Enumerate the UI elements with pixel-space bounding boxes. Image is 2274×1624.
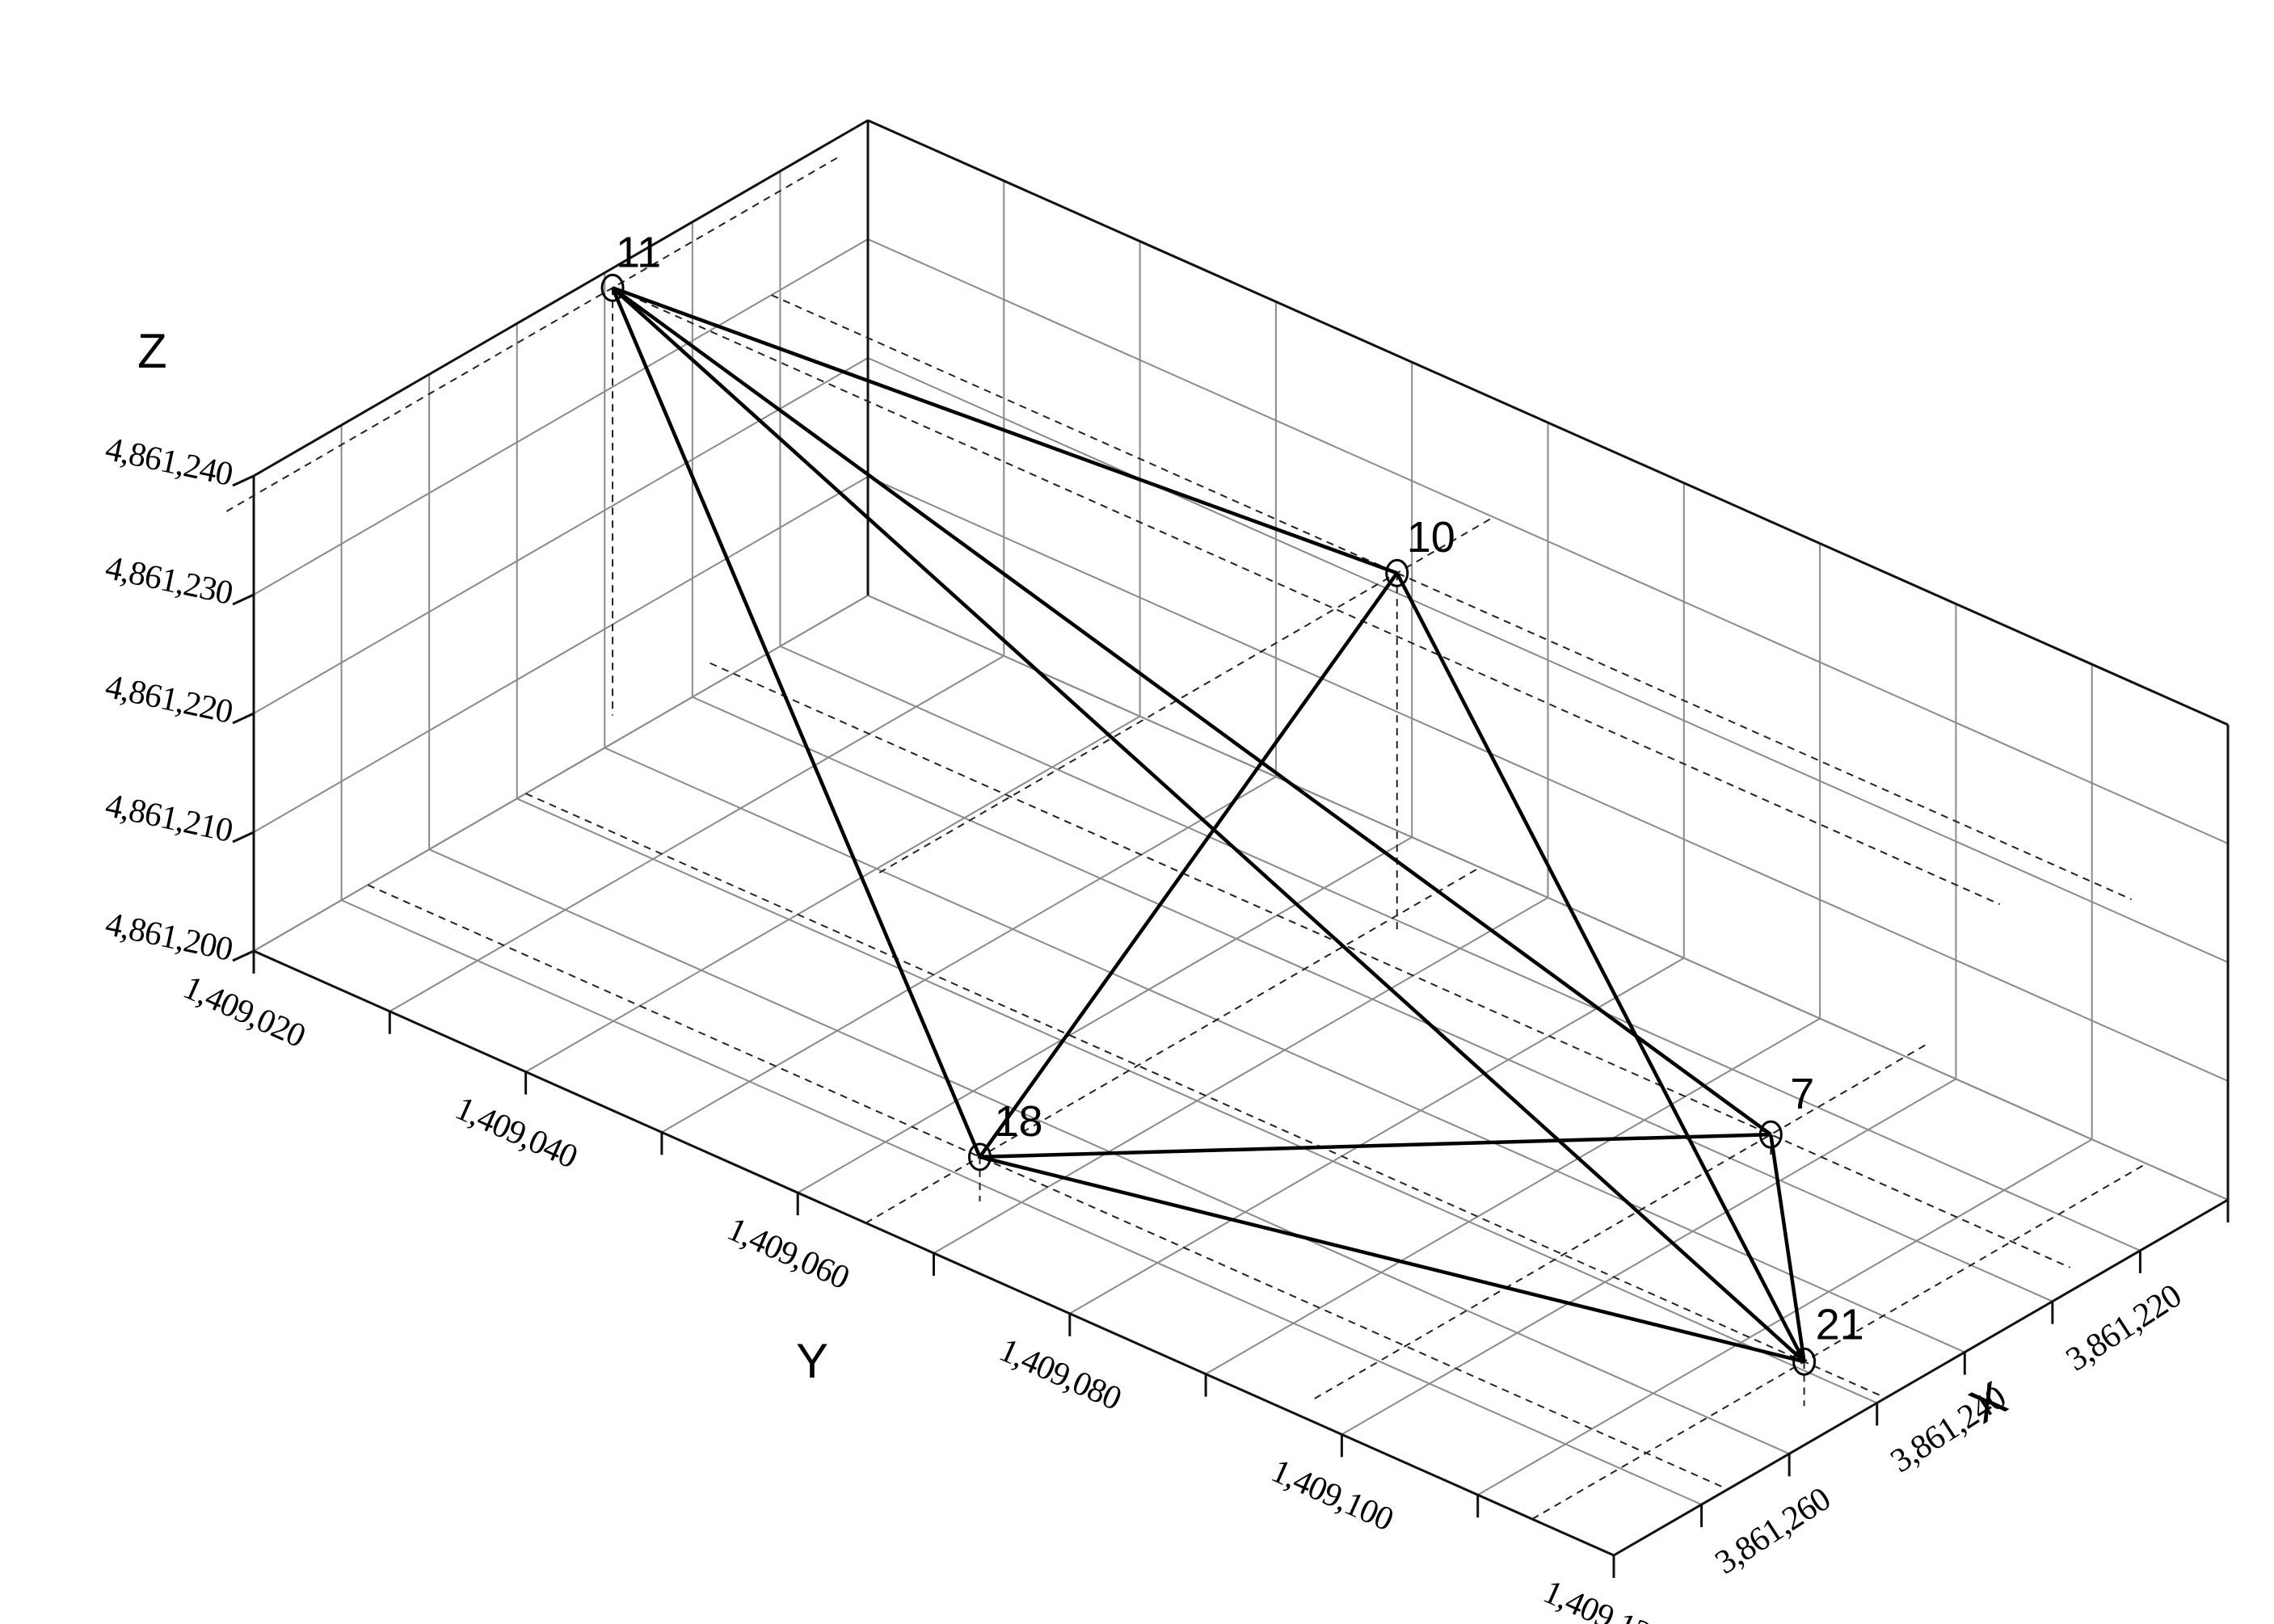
floor-grid-line [341,899,1702,1506]
edge-10-18 [978,571,1399,1159]
floor-grid-line [692,696,2053,1302]
back-wall-grid-line [867,357,2229,963]
guide-y-direction [710,662,2070,1268]
tick-marks [232,474,2230,1578]
floor-grid-line [389,654,1004,1012]
z-tick-label: 4,861,200 [102,906,235,969]
point-marker-10 [1385,558,1409,587]
grid-layer [253,120,2229,1556]
back-wall-grid-line [867,238,2229,844]
guide-y-direction [639,299,2001,906]
projection-guides [225,154,2147,1520]
guide-x-direction [878,516,1494,873]
x-tick-label: 3,861,220 [2060,1277,2188,1378]
y-tick-label: 1,409,060 [722,1210,854,1297]
y-axis-label: Y [796,1334,828,1388]
box-edge [867,119,2229,726]
floor-grid-line [1341,1078,1956,1436]
guide-y-direction [367,884,1729,1491]
edge-7-18 [979,1132,1771,1159]
z-tick [232,593,255,606]
guide-x-direction [1314,1042,1930,1399]
edge-11-10 [612,286,1398,575]
y-tick-label: 1,409,120 [1538,1573,1670,1624]
z-tick-label: 4,861,230 [102,549,235,612]
floor-grid-line [1069,957,1685,1315]
y-tick-label: 1,409,100 [1265,1453,1398,1539]
floor-grid-line [797,836,1413,1194]
z-tick-label: 4,861,210 [102,787,235,850]
point-label-11: 11 [616,228,661,276]
edge-11-18 [610,287,982,1158]
left-wall-grid-line [253,476,869,833]
left-wall-grid-line [253,357,869,714]
point-marker-7 [1758,1120,1783,1149]
z-tick [232,474,255,487]
z-tick [232,712,255,725]
point-marker-21 [1792,1347,1817,1376]
z-tick [232,949,255,962]
point-markers [600,273,1817,1376]
guide-y-direction [771,294,2132,901]
network-edges [610,286,1806,1364]
y-tick-label: 1,409,020 [178,969,310,1055]
left-wall-grid-line [253,238,869,595]
back-wall-grid-line [867,476,2229,1082]
floor-grid-line [780,645,2141,1252]
left-wall-grid-line [253,595,869,952]
edge-18-21 [979,1155,1805,1364]
floor-grid-line [933,897,1549,1254]
floor-grid-line [604,747,1965,1353]
point-label-10: 10 [1407,513,1455,562]
point-label-18: 18 [994,1097,1042,1146]
z-tick-label: 4,861,240 [102,431,235,494]
x-tick-label: 3,861,260 [1709,1480,1837,1581]
guide-x-direction [225,154,841,512]
floor-grid-line [1477,1138,2093,1496]
z-tick [232,831,255,844]
guide-y-direction [525,793,1886,1399]
point-marker-11 [600,273,625,302]
y-tick-label: 1,409,080 [994,1332,1126,1418]
point-label-21: 21 [1816,1300,1864,1348]
edge-10-21 [1395,572,1806,1363]
guide-x-direction [1531,1163,2147,1520]
floor-grid-line [516,797,1878,1404]
edge-11-7 [611,286,1772,1136]
floor-grid-line [525,715,1141,1073]
y-tick-label: 1,409,040 [450,1090,583,1176]
floor-grid-line [661,776,1277,1134]
z-axis-label: Z [137,324,167,378]
edge-11-21 [611,286,1806,1363]
point-marker-18 [967,1142,992,1172]
back-wall-grid-line [867,595,2229,1201]
edge-7-21 [1769,1134,1806,1362]
floor-grid-line [1205,1017,1821,1375]
guide-x-direction [865,866,1480,1224]
box-edge [253,119,869,478]
point-label-7: 7 [1790,1070,1814,1118]
z-tick-label: 4,861,220 [102,668,235,731]
axes-box [252,119,2230,1557]
box-edge [1613,1198,2229,1557]
